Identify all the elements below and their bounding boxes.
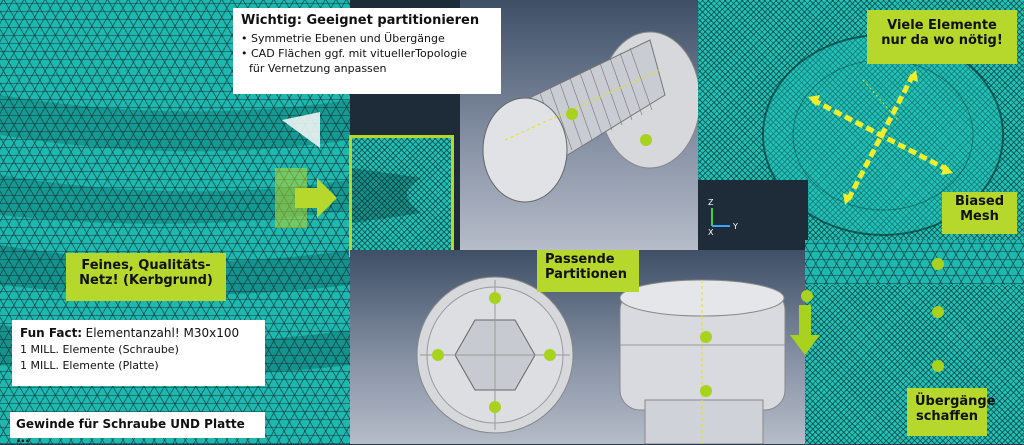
head-top-view xyxy=(350,250,600,444)
zoom-arrow-icon xyxy=(275,168,345,228)
fun-fact-line3: 1 MILL. Elemente (Platte) xyxy=(20,359,159,372)
partition-dot xyxy=(932,306,944,318)
zoom-detail-box xyxy=(349,135,454,257)
axis-z-label: Z xyxy=(708,198,714,207)
gewinde-label: Gewinde für Schraube UND Platte ... xyxy=(10,412,265,445)
info-bullet-cont: für Vernetzung anpassen xyxy=(249,62,387,75)
info-bullet: • CAD Flächen ggf. mit vituellerTopologi… xyxy=(241,47,468,60)
fun-fact-box: Fun Fact: Elementanzahl! M30x100 1 MILL.… xyxy=(12,320,265,386)
biased-mesh-label: Biased Mesh xyxy=(942,192,1017,234)
fun-fact-text: Elementanzahl! M30x100 xyxy=(85,326,240,340)
partition-dot xyxy=(489,401,501,413)
head-top-render xyxy=(416,276,574,434)
head-side-render xyxy=(619,279,786,444)
partition-dot xyxy=(700,385,712,397)
partition-dot xyxy=(489,292,501,304)
partition-dot xyxy=(801,290,813,302)
partition-dot xyxy=(932,258,944,270)
info-bullet: • Symmetrie Ebenen und Übergänge xyxy=(241,32,445,45)
uebergaenge-label: Übergänge schaffen xyxy=(907,388,996,436)
down-arrow-icon xyxy=(790,305,820,355)
triad-background xyxy=(698,180,808,250)
fun-fact-prefix: Fun Fact: xyxy=(20,326,83,340)
partition-dot xyxy=(700,331,712,343)
partition-dot xyxy=(932,360,944,372)
viele-elemente-label: Viele Elemente nur da wo nötig! xyxy=(867,10,1017,64)
notch-profile xyxy=(352,168,422,223)
axis-y-label: Y xyxy=(733,222,738,231)
fun-fact-line2: 1 MILL. Elemente (Schraube) xyxy=(20,343,179,356)
axis-triad: Z Y X xyxy=(704,198,744,238)
partition-dot xyxy=(432,349,444,361)
info-box: Wichtig: Geeignet partitionieren • Symme… xyxy=(233,8,501,94)
passende-partitionen-label: Passende Partitionen xyxy=(537,250,639,292)
bolt-3d-viewport xyxy=(460,0,698,250)
feines-netz-label: Feines, Qualitäts- Netz! (Kerbgrund) xyxy=(66,253,226,301)
axis-x-label: X xyxy=(708,228,714,237)
partition-dot xyxy=(544,349,556,361)
info-box-title: Wichtig: Geeignet partitionieren xyxy=(241,13,480,28)
bolt-render xyxy=(482,31,698,203)
